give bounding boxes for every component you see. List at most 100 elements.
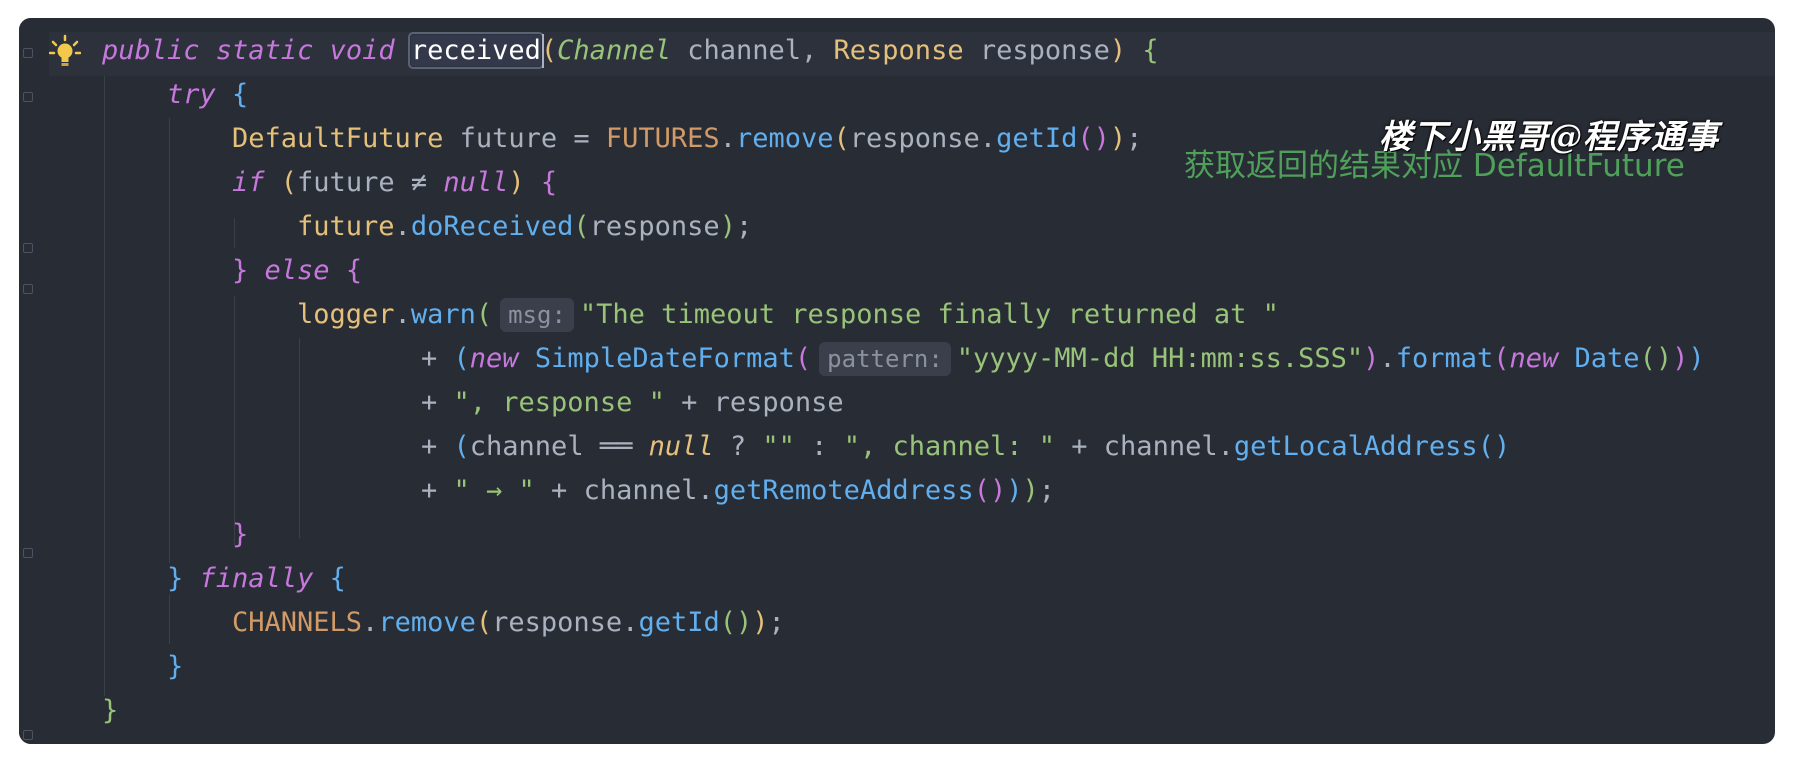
code-line[interactable]: + (new SimpleDateFormat(pattern:"yyyy-MM… xyxy=(421,337,1705,381)
editor-gutter xyxy=(19,18,49,744)
code-token: ( xyxy=(573,211,590,242)
code-line[interactable]: } xyxy=(167,645,183,689)
code-token: + channel. xyxy=(534,475,714,506)
code-line[interactable]: } xyxy=(102,689,118,733)
code-token: Channel xyxy=(557,35,671,66)
code-token: } xyxy=(102,695,119,726)
code-token: future xyxy=(297,211,395,242)
code-token: () xyxy=(1077,123,1110,154)
fold-marker[interactable] xyxy=(23,730,33,740)
code-token: channel, xyxy=(670,35,834,66)
code-token: getId xyxy=(638,607,720,638)
indent-guide xyxy=(169,118,170,563)
code-token: "" xyxy=(762,431,795,462)
indent-guide xyxy=(104,76,105,696)
code-token: DefaultFuture xyxy=(232,123,444,154)
code-token: future = xyxy=(443,123,606,154)
code-line[interactable]: } xyxy=(232,513,248,557)
code-token: response. xyxy=(849,123,997,154)
code-token: ) xyxy=(752,607,769,638)
code-token: null xyxy=(443,167,509,198)
code-token: getLocalAddress xyxy=(1233,431,1478,462)
code-token: } xyxy=(167,563,184,594)
lightbulb-icon[interactable] xyxy=(48,34,82,68)
indent-guide xyxy=(169,594,170,644)
code-token: } xyxy=(232,519,249,550)
code-line[interactable]: } else { xyxy=(232,249,362,293)
indent-guide xyxy=(234,296,235,546)
code-token: ( xyxy=(1493,343,1510,374)
code-token: . xyxy=(1379,343,1396,374)
code-line[interactable]: DefaultFuture future = FUTURES.remove(re… xyxy=(232,117,1142,161)
annotation-comment: 获取返回的结果对应 DefaultFuture xyxy=(1184,148,1685,184)
current-line-highlight xyxy=(19,32,1775,76)
code-token: ) xyxy=(719,211,736,242)
code-token: ) xyxy=(1006,475,1023,506)
code-token: "yyyy-MM-dd HH:mm:ss.SSS" xyxy=(956,343,1364,374)
fold-marker[interactable] xyxy=(23,243,33,253)
code-token: new xyxy=(1509,343,1559,374)
indent-guide xyxy=(299,338,300,538)
code-token: Date xyxy=(1558,343,1640,374)
code-token: () xyxy=(973,475,1007,506)
code-token: + channel. xyxy=(1055,431,1234,462)
code-token: ( xyxy=(280,167,298,198)
code-token: + xyxy=(421,343,454,374)
code-editor[interactable]: public static void received(Channel chan… xyxy=(19,18,1775,744)
code-token: + xyxy=(421,431,454,462)
code-token xyxy=(248,255,264,286)
parameter-hint: pattern: xyxy=(819,342,951,376)
code-token: format xyxy=(1395,343,1494,374)
code-line[interactable]: + " → " + channel.getRemoteAddress())); xyxy=(421,469,1055,513)
fold-marker[interactable] xyxy=(23,284,33,294)
code-token: () xyxy=(719,607,753,638)
code-line[interactable]: CHANNELS.remove(response.getId()); xyxy=(232,601,785,645)
code-token: { xyxy=(329,255,363,286)
code-token: { xyxy=(1126,35,1159,66)
code-token: { xyxy=(313,563,346,594)
code-token: null xyxy=(648,431,714,462)
fold-marker[interactable] xyxy=(23,548,33,558)
code-line[interactable]: future.doReceived(response); xyxy=(297,205,752,249)
parameter-hint: msg: xyxy=(500,298,574,332)
code-token: ) xyxy=(1109,35,1127,66)
selected-identifier: received xyxy=(407,32,544,69)
watermark-text: 楼下小黑哥@程序通事 xyxy=(1379,117,1719,156)
code-token: CHANNELS xyxy=(232,607,363,638)
code-line[interactable]: if (future ≠ null) { xyxy=(232,161,557,205)
code-token: getId xyxy=(996,123,1078,154)
code-token: ) xyxy=(1109,123,1127,154)
code-token: ) xyxy=(508,167,525,198)
code-token: ) xyxy=(1688,343,1705,374)
code-token: channel ══ xyxy=(469,431,649,462)
code-token: Response xyxy=(833,35,964,66)
code-line[interactable]: + ", response " + response xyxy=(421,381,844,425)
code-token: ) xyxy=(1363,343,1380,374)
code-token: ( xyxy=(794,343,812,374)
code-token: if xyxy=(232,167,265,198)
fold-marker[interactable] xyxy=(23,48,33,58)
code-token: + xyxy=(421,475,454,506)
code-token: try xyxy=(167,79,216,110)
code-line[interactable]: } finally { xyxy=(167,557,346,601)
code-line[interactable]: + (channel ══ null ? "" : ", channel: " … xyxy=(421,425,1510,469)
code-token: + response xyxy=(664,387,844,418)
code-token: FUTURES xyxy=(605,123,720,154)
code-token: ; xyxy=(768,607,785,638)
code-token: ( xyxy=(453,343,470,374)
code-token: doReceived xyxy=(410,211,574,242)
code-token: response. xyxy=(492,607,639,638)
code-token: ? xyxy=(713,431,763,462)
code-line[interactable]: logger.warn(msg:"The timeout response fi… xyxy=(297,293,1279,337)
code-token: getRemoteAddress xyxy=(713,475,974,506)
code-line[interactable]: try { xyxy=(167,73,248,117)
code-token: } xyxy=(167,651,184,682)
code-line[interactable]: public static void received(Channel chan… xyxy=(102,29,1159,73)
code-token: ( xyxy=(540,35,558,66)
code-token: warn xyxy=(410,299,476,330)
fold-marker[interactable] xyxy=(23,92,33,102)
code-token: . xyxy=(394,211,411,242)
code-token: ; xyxy=(1038,475,1056,506)
code-token: remove xyxy=(378,607,476,638)
code-token: : xyxy=(794,431,844,462)
